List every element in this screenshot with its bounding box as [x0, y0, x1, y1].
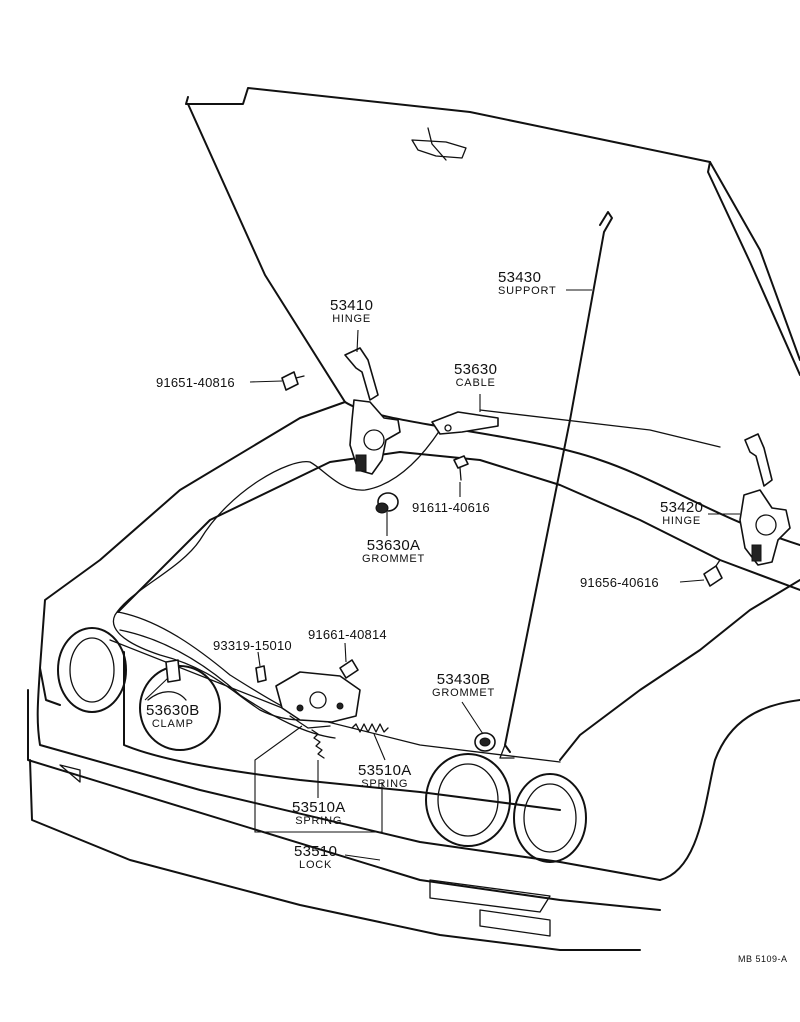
part-name: SPRING	[361, 778, 409, 790]
figure-code: MB 5109-A	[738, 954, 788, 964]
left-hinge-part	[344, 347, 401, 475]
label-53510: 53510 LOCK	[294, 844, 337, 871]
label-93319-15010: 93319-15010	[213, 638, 292, 653]
label-53630b: 53630B CLAMP	[146, 703, 200, 730]
label-53410: 53410 HINGE	[330, 298, 373, 325]
hood-support-rod	[499, 211, 613, 759]
leader-lines	[144, 289, 740, 861]
part-number: 53430	[498, 269, 542, 286]
part-name: CLAMP	[151, 718, 194, 730]
label-91661-40814: 91661-40814	[308, 627, 387, 642]
grommet-53630a	[375, 492, 399, 514]
label-53420: 53420 HINGE	[660, 500, 703, 527]
part-name: HINGE	[662, 515, 702, 527]
part-name: LOCK	[299, 859, 333, 871]
part-number: 53630B	[146, 702, 200, 719]
fastener-93319	[255, 665, 267, 683]
fastener-91656	[703, 559, 723, 587]
grommet-53430b	[474, 732, 496, 752]
hood-lock-part	[275, 671, 361, 729]
label-53430b: 53430B GROMMET	[432, 672, 495, 699]
lock-springs	[311, 723, 389, 759]
label-53430: 53430 SUPPORT	[498, 270, 557, 297]
part-name: GROMMET	[432, 687, 496, 699]
part-number: 53630A	[366, 537, 421, 554]
hood-panel	[185, 87, 800, 448]
part-number: 53410	[330, 297, 374, 314]
car-body	[27, 401, 800, 951]
fastener-91661	[339, 659, 359, 679]
fastener-91651	[281, 371, 305, 391]
fastener-91611	[453, 455, 469, 481]
cable-bracket-part	[431, 411, 499, 435]
part-number: 53510A	[358, 762, 412, 779]
clamp-53630b	[147, 659, 187, 701]
part-number: 53510	[294, 843, 338, 860]
label-53510a-left: 53510A SPRING	[292, 800, 346, 827]
label-53630: 53630 CABLE	[454, 362, 497, 389]
part-name: SUPPORT	[498, 285, 557, 297]
part-name: GROMMET	[362, 553, 426, 565]
label-91651-40816: 91651-40816	[156, 375, 235, 390]
release-cable	[112, 429, 441, 721]
part-number: 53430B	[436, 671, 491, 688]
part-number: 53420	[660, 499, 704, 516]
label-53510a-right: 53510A SPRING	[358, 763, 412, 790]
part-name: CABLE	[455, 377, 496, 389]
part-name: SPRING	[295, 815, 343, 827]
part-name: HINGE	[332, 313, 372, 325]
label-91656-40616: 91656-40616	[580, 575, 659, 590]
label-53630a: 53630A GROMMET	[362, 538, 425, 565]
label-91611-40616: 91611-40616	[412, 500, 490, 515]
part-number: 53630	[454, 361, 498, 378]
part-number: 53510A	[292, 799, 346, 816]
right-hinge-part	[739, 433, 791, 566]
